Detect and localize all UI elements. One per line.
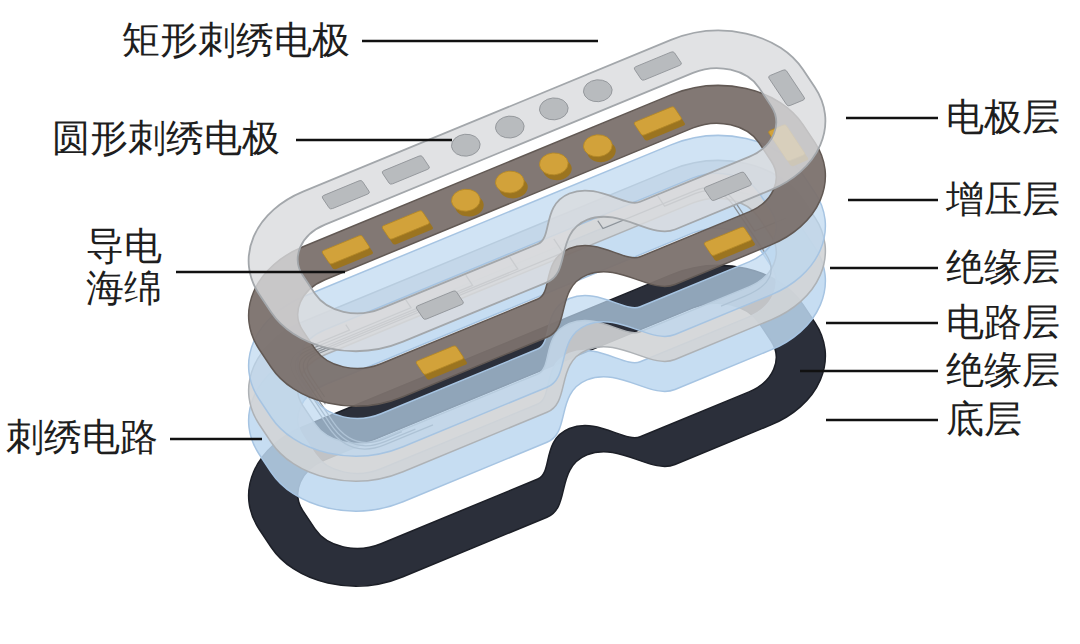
part-label: 电极层 (946, 97, 1060, 139)
part-label: 底层 (946, 399, 1022, 441)
leader-lines (170, 41, 938, 439)
part-label: 矩形刺绣电极 (122, 20, 350, 62)
part-label: 圆形刺绣电极 (52, 118, 280, 160)
part-label: 刺绣电路 (6, 417, 158, 459)
part-label: 绝缘层 (946, 350, 1060, 392)
part-label: 导电 海绵 (86, 226, 170, 310)
part-label: 增压层 (946, 179, 1060, 221)
part-label: 电路层 (946, 302, 1060, 344)
part-label: 绝缘层 (946, 247, 1060, 289)
